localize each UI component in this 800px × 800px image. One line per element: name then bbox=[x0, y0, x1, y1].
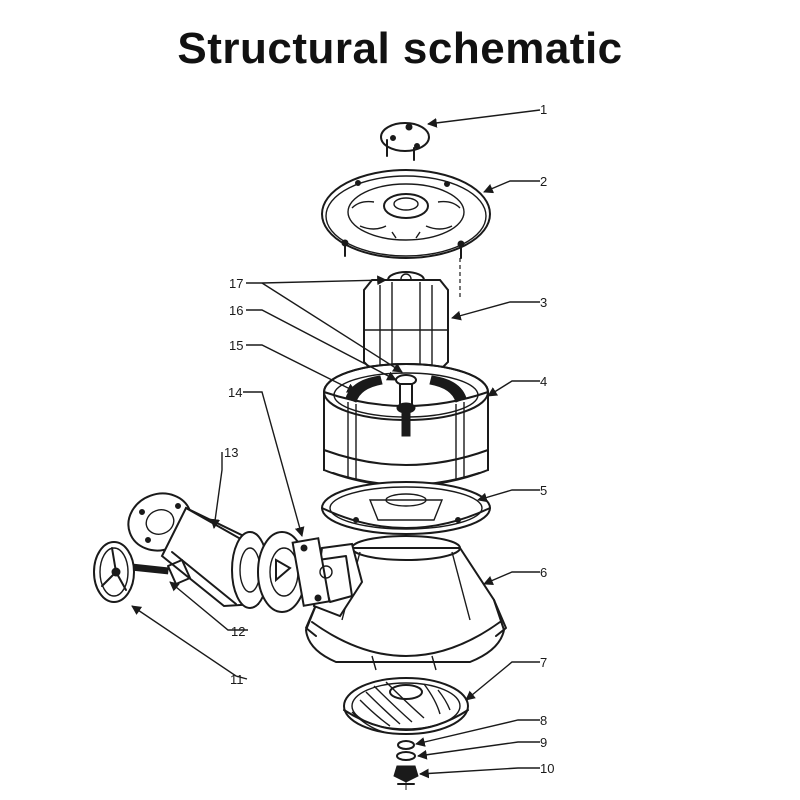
leader-8 bbox=[415, 719, 540, 747]
callout-13: 13 bbox=[224, 445, 238, 460]
part-2-top-cover bbox=[321, 169, 491, 300]
callout-5: 5 bbox=[540, 483, 547, 498]
leader-5 bbox=[477, 489, 540, 503]
callout-numbers: 1 2 3 4 5 6 7 8 9 10 11 12 13 14 15 16 1… bbox=[224, 102, 554, 776]
part-6-pump-body bbox=[304, 535, 507, 671]
part-8-washer bbox=[397, 740, 415, 750]
part-5-seal-ring bbox=[321, 481, 491, 535]
leader-9 bbox=[417, 741, 540, 760]
leader-2 bbox=[483, 180, 540, 194]
callout-16: 16 bbox=[229, 303, 243, 318]
part-9-spring-washer bbox=[396, 751, 416, 761]
leader-3 bbox=[451, 301, 540, 321]
callout-8: 8 bbox=[540, 713, 547, 728]
callout-4: 4 bbox=[540, 374, 547, 389]
leader-11 bbox=[131, 605, 248, 680]
part-12-stem bbox=[133, 559, 191, 585]
leader-13 bbox=[210, 452, 223, 529]
part-3-motor bbox=[363, 271, 449, 383]
callout-7: 7 bbox=[540, 655, 547, 670]
part-4-housing bbox=[323, 363, 489, 487]
leader-17a bbox=[246, 275, 387, 286]
callout-1: 1 bbox=[540, 102, 547, 117]
leader-12 bbox=[169, 581, 248, 631]
callout-12: 12 bbox=[231, 624, 245, 639]
callout-6: 6 bbox=[540, 565, 547, 580]
part-13-inlet-pipe bbox=[127, 492, 269, 609]
callout-2: 2 bbox=[540, 174, 547, 189]
leader-17b bbox=[261, 282, 403, 373]
part-1-top-cap bbox=[380, 122, 430, 161]
leader-16 bbox=[246, 309, 397, 381]
part-11-handwheel bbox=[93, 541, 135, 603]
leader-7 bbox=[465, 661, 540, 701]
callout-9: 9 bbox=[540, 735, 547, 750]
leader-14 bbox=[243, 391, 305, 537]
leader-4 bbox=[487, 380, 540, 397]
callout-3: 3 bbox=[540, 295, 547, 310]
leader-10 bbox=[419, 767, 540, 779]
diagram-title: Structural schematic bbox=[177, 24, 623, 73]
callout-10: 10 bbox=[540, 761, 554, 776]
part-10-nut bbox=[393, 765, 419, 790]
part-7-impeller bbox=[343, 677, 469, 735]
callout-15: 15 bbox=[229, 338, 243, 353]
leader-15 bbox=[246, 344, 357, 393]
callout-lines bbox=[131, 109, 541, 779]
callout-17: 17 bbox=[229, 276, 243, 291]
callout-14: 14 bbox=[228, 385, 242, 400]
leader-1 bbox=[427, 109, 541, 128]
leader-6 bbox=[483, 571, 540, 586]
part-14-flange-valve bbox=[257, 531, 333, 613]
callout-11: 11 bbox=[230, 672, 244, 687]
